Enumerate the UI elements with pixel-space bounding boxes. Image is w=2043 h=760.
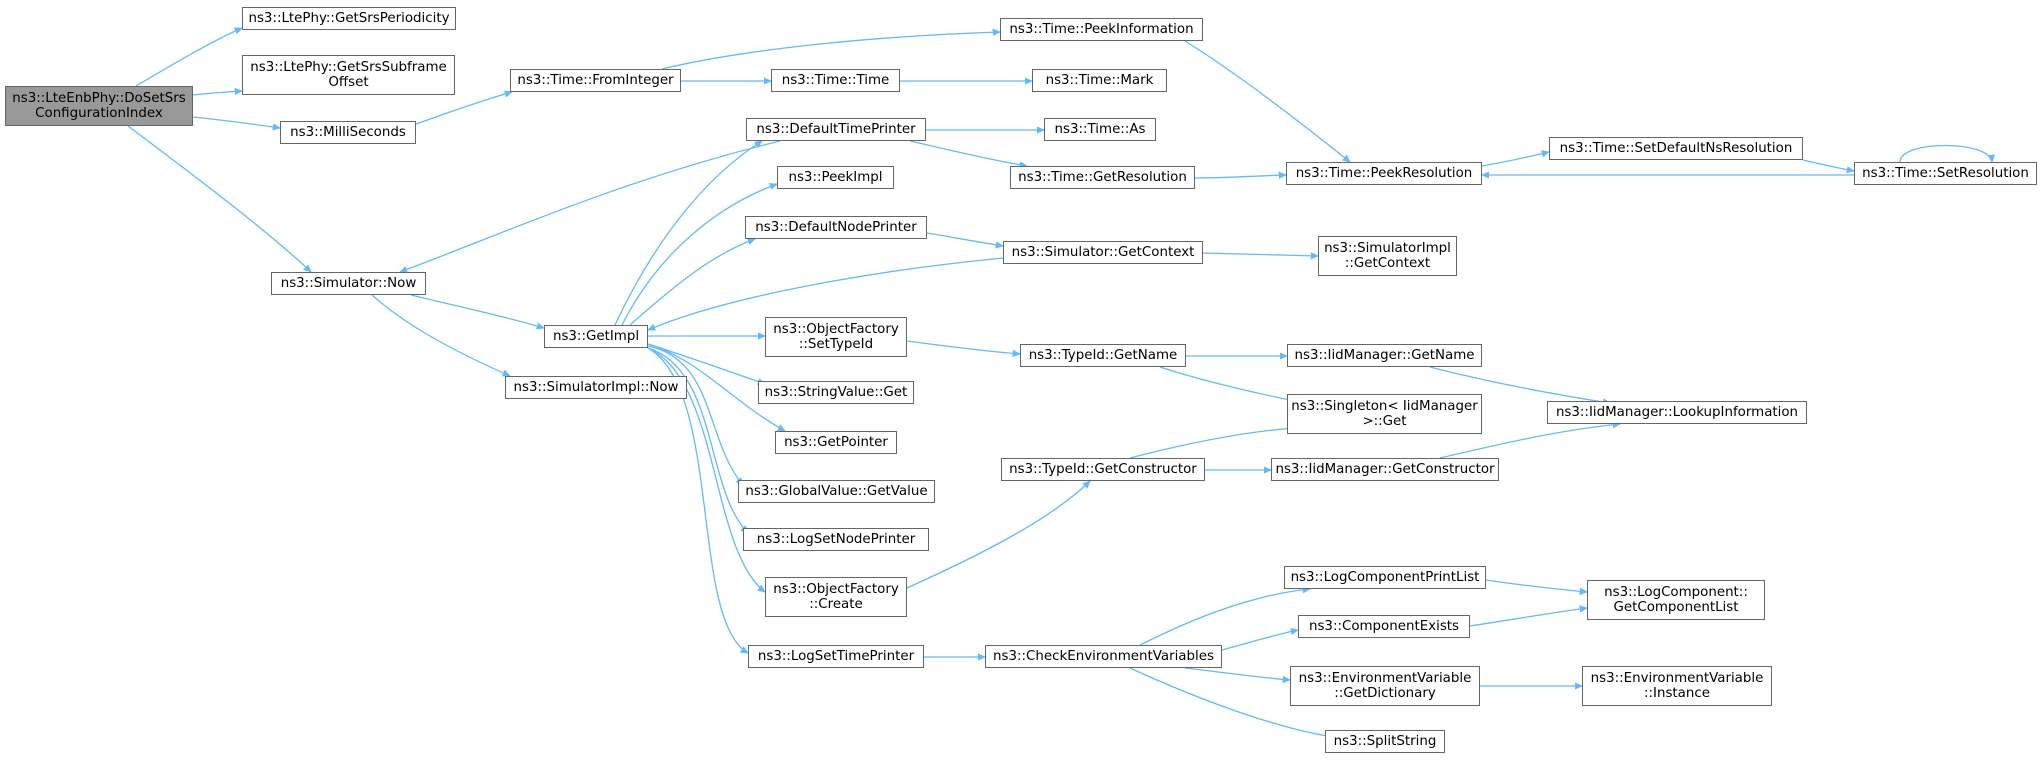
edge-getImpl-to-peekImpl: [621, 184, 777, 326]
edge-iidManagerGetName-to-iidManagerLookupInformation: [1429, 366, 1610, 403]
edge-simulatorNow-to-getImpl: [410, 294, 544, 328]
node-default-node-printer[interactable]: ns3::DefaultNodePrinter: [745, 216, 927, 239]
edge-getImpl-to-logSetNodePrinter: [647, 347, 748, 533]
node-object-factory-create[interactable]: ns3::ObjectFactory ::Create: [765, 577, 907, 617]
node-type-id-get-name[interactable]: ns3::TypeId::GetName: [1020, 344, 1186, 367]
node-object-factory-set-type-id[interactable]: ns3::ObjectFactory ::SetTypeId: [765, 317, 907, 357]
edge-componentExists-to-logComponentGetComponentList: [1469, 608, 1587, 627]
node-lte-phy-get-srs-subframe-offset[interactable]: ns3::LtePhy::GetSrsSubframe Offset: [242, 55, 455, 95]
node-type-id-get-constructor[interactable]: ns3::TypeId::GetConstructor: [1001, 458, 1205, 481]
edge-defaultTimePrinter-to-timeGetResolution: [909, 140, 1027, 166]
node-iid-manager-get-name[interactable]: ns3::IidManager::GetName: [1287, 344, 1482, 367]
edge-simulatorGetContext-to-simulatorImplGetContext: [1202, 253, 1318, 256]
edge-objectFactoryCreate-to-typeIdGetConstructor: [906, 481, 1090, 589]
edge-getImpl-to-getPointer: [647, 343, 785, 432]
edge-logComponentPrintList-to-logComponentGetComponentList: [1485, 579, 1587, 592]
node-time-mark[interactable]: ns3::Time::Mark: [1032, 69, 1167, 92]
node-global-value-get-value[interactable]: ns3::GlobalValue::GetValue: [738, 480, 935, 503]
node-iid-manager-get-constructor[interactable]: ns3::IidManager::GetConstructor: [1271, 458, 1499, 481]
edge-checkEnvironmentVariables-to-splitString: [1129, 667, 1340, 738]
edge-typeIdGetConstructor-to-singletonGet: [1129, 428, 1295, 459]
node-lte-enb-phy-do-set-srs-configuration-index: ns3::LteEnbPhy::DoSetSrs ConfigurationIn…: [5, 86, 193, 126]
edge-checkEnvironmentVariables-to-environmentVariableGetDictionary: [1184, 667, 1290, 680]
edge-defaultNodePrinter-to-simulatorGetContext: [926, 232, 1003, 246]
node-time-from-integer[interactable]: ns3::Time::FromInteger: [510, 69, 681, 92]
node-time-get-resolution[interactable]: ns3::Time::GetResolution: [1010, 166, 1195, 189]
edge-simulatorGetContext-to-getImpl: [648, 257, 1004, 331]
node-simulator-impl-get-context[interactable]: ns3::SimulatorImpl ::GetContext: [1318, 236, 1457, 276]
edge-root-to-getSrsPeriodicity: [135, 27, 242, 87]
node-default-time-printer[interactable]: ns3::DefaultTimePrinter: [746, 118, 926, 141]
edge-milliSeconds-to-timeFromInteger: [415, 92, 512, 125]
node-time-peek-resolution[interactable]: ns3::Time::PeekResolution: [1286, 162, 1482, 185]
node-time-set-default-ns-resolution[interactable]: ns3::Time::SetDefaultNsResolution: [1549, 137, 1803, 160]
edge-typeIdGetName-to-singletonGet: [1159, 366, 1300, 402]
edge-objectFactorySetTypeId-to-typeIdGetName: [906, 340, 1020, 354]
node-simulator-get-context[interactable]: ns3::Simulator::GetContext: [1003, 241, 1203, 264]
node-get-impl[interactable]: ns3::GetImpl: [544, 325, 648, 348]
node-lte-phy-get-srs-periodicity[interactable]: ns3::LtePhy::GetSrsPeriodicity: [242, 7, 456, 30]
edge-timePeekResolution-to-timeSetDefaultNsResolution: [1481, 152, 1549, 167]
edge-timeSetResolution-to-timeSetResolution: [1899, 144, 1992, 163]
node-milli-seconds[interactable]: ns3::MilliSeconds: [280, 121, 416, 144]
edge-timeFromInteger-to-timePeekInformation: [661, 32, 1000, 70]
node-time-set-resolution[interactable]: ns3::Time::SetResolution: [1854, 162, 2037, 185]
node-split-string[interactable]: ns3::SplitString: [1325, 730, 1445, 753]
node-time-as[interactable]: ns3::Time::As: [1044, 118, 1156, 141]
edge-defaultTimePrinter-to-simulatorNow: [400, 140, 781, 272]
node-component-exists[interactable]: ns3::ComponentExists: [1298, 615, 1470, 638]
edge-checkEnvironmentVariables-to-logComponentPrintList: [1139, 589, 1310, 646]
node-log-set-node-printer[interactable]: ns3::LogSetNodePrinter: [743, 528, 929, 551]
node-time-peek-information[interactable]: ns3::Time::PeekInformation: [1000, 18, 1203, 41]
edge-root-to-milliSeconds: [192, 116, 280, 128]
node-peek-impl[interactable]: ns3::PeekImpl: [777, 166, 894, 189]
node-simulator-now[interactable]: ns3::Simulator::Now: [271, 272, 426, 295]
node-check-environment-variables[interactable]: ns3::CheckEnvironmentVariables: [985, 645, 1222, 668]
edge-checkEnvironmentVariables-to-componentExists: [1221, 630, 1298, 651]
edge-getImpl-to-defaultNodePrinter: [629, 239, 755, 326]
edge-root-to-simulatorNow: [127, 125, 311, 272]
node-log-component-print-list[interactable]: ns3::LogComponentPrintList: [1284, 566, 1486, 589]
edge-timePeekInformation-to-timePeekResolution: [1184, 40, 1350, 162]
node-get-pointer[interactable]: ns3::GetPointer: [775, 431, 897, 454]
node-log-component-get-component-list[interactable]: ns3::LogComponent:: GetComponentList: [1587, 580, 1765, 620]
edge-timeSetDefaultNsResolution-to-timeSetResolution: [1802, 159, 1854, 171]
edge-getImpl-to-objectFactoryCreate: [647, 347, 765, 592]
edge-simulatorNow-to-simulatorImplNow: [371, 294, 510, 377]
node-environment-variable-get-dictionary[interactable]: ns3::EnvironmentVariable ::GetDictionary: [1290, 666, 1480, 706]
node-time-time[interactable]: ns3::Time::Time: [771, 69, 900, 92]
edge-getImpl-to-defaultTimePrinter: [614, 140, 762, 326]
edge-timeGetResolution-to-timePeekResolution: [1194, 175, 1286, 178]
node-singleton-iid-manager-get[interactable]: ns3::Singleton< IidManager >::Get: [1287, 394, 1482, 434]
edge-root-to-getSrsSubframeOffset: [192, 91, 242, 96]
node-iid-manager-lookup-information[interactable]: ns3::IidManager::LookupInformation: [1547, 401, 1807, 424]
node-string-value-get[interactable]: ns3::StringValue::Get: [758, 381, 914, 404]
edge-getImpl-to-globalValueGetValue: [647, 345, 743, 485]
node-simulator-impl-now[interactable]: ns3::SimulatorImpl::Now: [505, 376, 687, 399]
node-environment-variable-instance[interactable]: ns3::EnvironmentVariable ::Instance: [1582, 666, 1772, 706]
edge-getImpl-to-logSetTimePrinter: [647, 347, 748, 654]
node-log-set-time-printer[interactable]: ns3::LogSetTimePrinter: [748, 645, 924, 668]
edge-iidManagerGetConstructor-to-iidManagerLookupInformation: [1439, 424, 1620, 459]
